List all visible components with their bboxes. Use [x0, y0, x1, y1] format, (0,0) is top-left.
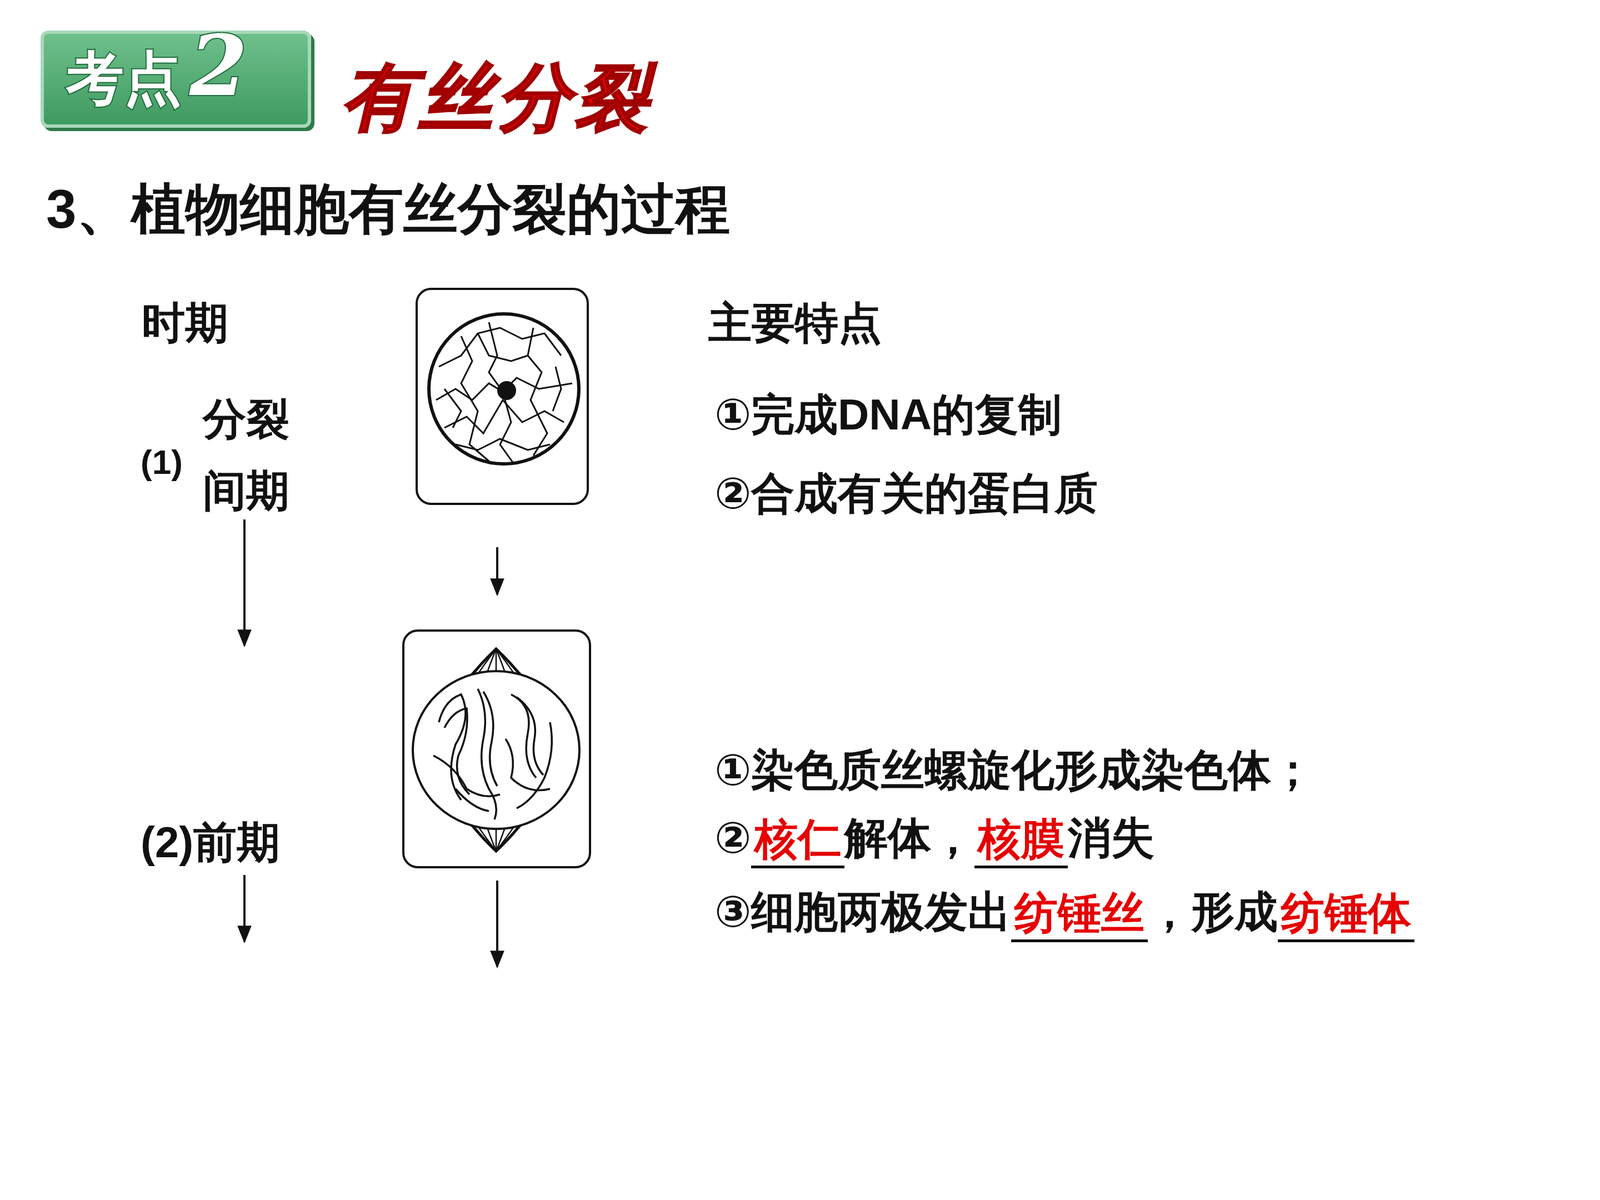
text-row: 3、植物细胞有丝分裂的过程 — [46, 176, 730, 245]
badge-label: 考点 — [66, 40, 182, 119]
topic-badge: 考点2 — [40, 30, 312, 128]
feature-text: ②合成有关的蛋白质 — [714, 467, 1098, 523]
badge-number: 2 — [189, 16, 248, 115]
text-row: (2)前期 — [140, 816, 280, 872]
column-header: 主要特点 — [708, 297, 882, 353]
feature-text: ② — [714, 812, 752, 868]
text-row: ②核仁解体，核膜消失 — [714, 812, 1155, 868]
page-title: 有丝分裂 — [341, 48, 653, 148]
text-row: ①染色质丝螺旋化形成染色体； — [714, 744, 1315, 800]
feature-text: ，形成 — [1147, 886, 1278, 942]
feature-text: ①完成DNA的复制 — [714, 388, 1062, 444]
text-row: 分裂 间期 — [202, 383, 294, 529]
section-heading: 3、植物细胞有丝分裂的过程 — [46, 176, 730, 245]
text-row: ③细胞两极发出纺锤丝，形成纺锤体 — [714, 886, 1415, 942]
flow-arrows — [244, 519, 498, 967]
feature-text: ①染色质丝螺旋化形成染色体； — [714, 744, 1315, 800]
prophase-cell — [403, 630, 590, 868]
filled-blank: 纺锤体 — [1277, 887, 1415, 943]
text-row: 时期 — [141, 297, 229, 353]
interphase-cell — [416, 288, 588, 504]
stage-number: (1) — [140, 441, 183, 486]
feature-text: 消失 — [1067, 812, 1155, 868]
text-row: (1) — [140, 441, 183, 486]
column-header: 时期 — [141, 297, 229, 353]
text-row: ①完成DNA的复制 — [714, 388, 1062, 444]
filled-blank: 核仁 — [751, 813, 845, 869]
text-row: ②合成有关的蛋白质 — [714, 467, 1098, 523]
filled-blank: 纺锤丝 — [1011, 887, 1148, 943]
stage-name: (2)前期 — [140, 816, 280, 872]
stage-name: 分裂 间期 — [202, 383, 294, 529]
filled-blank: 核膜 — [974, 813, 1068, 869]
text-row: 主要特点 — [708, 297, 882, 353]
feature-text: 解体， — [844, 812, 975, 868]
feature-text: ③细胞两极发出 — [714, 886, 1012, 942]
